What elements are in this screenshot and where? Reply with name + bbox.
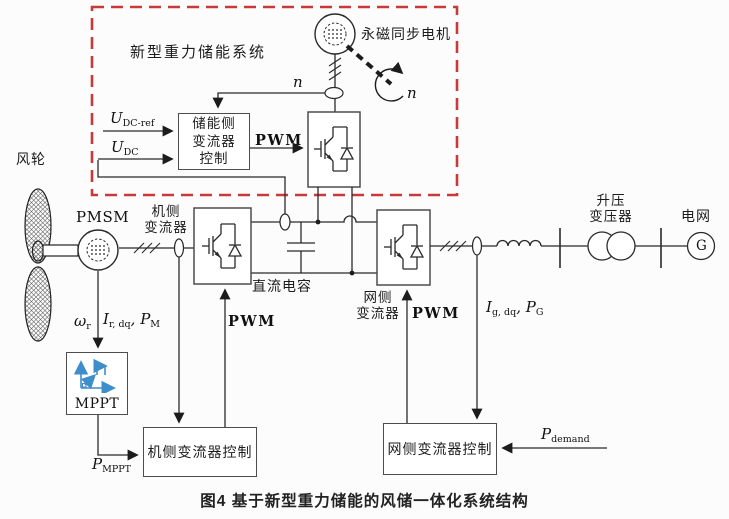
mppt-curve-icon [74, 358, 116, 393]
transformer-coil-2 [606, 231, 636, 261]
storage-dc-legs [317, 187, 353, 273]
speed-feedback-wire [212, 92, 325, 109]
storage-pwm-label: PWM [255, 132, 303, 149]
rotor-speed-signal-label: ωr [74, 312, 91, 332]
turbine-shaft [42, 244, 79, 257]
p-mppt-label: PMPPT [92, 455, 131, 475]
grid-converter-label: 网侧 变流器 [356, 290, 400, 321]
wind-turbine-label: 风轮 [16, 151, 46, 167]
grid-controller-box: 网侧变流器控制 [383, 423, 497, 475]
mppt-box: MPPT [66, 352, 128, 415]
dc-voltage-sensor [279, 213, 291, 231]
machine-controller-box: 机侧变流器控制 [143, 427, 257, 477]
udc-symbol: U [111, 138, 124, 156]
grid-pwm-label: PWM [412, 305, 460, 322]
filter-inductor [496, 239, 542, 247]
grid-label: 电网 [681, 208, 711, 224]
p-demand-label: Pdemand [541, 425, 590, 445]
udc-feedback-wire [97, 160, 286, 214]
udc-subscript: DC [123, 147, 139, 158]
junction-dot-bottom [349, 270, 355, 276]
transformer-label: 升压 变压器 [589, 193, 633, 224]
storage-controller-text: 储能侧 变流器 控制 [192, 116, 236, 167]
gravity-storage-boundary [90, 5, 459, 197]
grid-controller-text: 网侧变流器控制 [387, 441, 493, 457]
speed-sensor [324, 86, 344, 100]
turbine-hub [31, 240, 45, 262]
rotor-measurement-label: Ir, dq, PM [103, 310, 161, 330]
junction-dot-top [315, 219, 321, 225]
grid-measurement-label: Ig, dq, PG [486, 298, 544, 318]
mppt-output-wire [97, 415, 139, 461]
machine-converter-label: 机侧 变流器 [144, 204, 188, 235]
udc-ref-label: UDC-ref [110, 109, 155, 130]
turbine-blade-bottom [24, 266, 52, 342]
udc-ref-symbol: U [110, 109, 123, 127]
hoist-rope-dashed [345, 44, 393, 86]
rotation-arrow [374, 61, 404, 102]
dc-capacitor-symbol [287, 222, 315, 273]
udc-label: UDC [111, 138, 139, 159]
storage-controller-box: 储能侧 变流器 控制 [178, 113, 250, 170]
figure-caption: 图4 基于新型重力储能的风储一体化系统结构 [200, 493, 529, 510]
shaft-slashes [328, 57, 342, 81]
mppt-label: MPPT [74, 396, 120, 412]
three-phase-slashes [133, 242, 161, 254]
pmsm-generator-symbol [77, 229, 119, 271]
machine-controller-text: 机侧变流器控制 [147, 444, 253, 460]
grid-three-phase-slashes [439, 240, 467, 252]
grid-symbol: G [696, 238, 707, 254]
dc-capacitor-label: 直流电容 [252, 278, 312, 294]
grid-line [430, 239, 687, 252]
rotation-speed-label: n [407, 84, 417, 102]
storage-motor-shaft [328, 54, 342, 112]
shaft-speed-label: n [293, 73, 303, 91]
wind-turbine [24, 188, 79, 342]
udc-ref-subscript: DC-ref [122, 118, 155, 129]
pmsm-label: PMSM [76, 208, 130, 226]
grid-circle [686, 231, 716, 261]
stator-current-sensor [173, 238, 185, 258]
grid-current-sensor [471, 236, 483, 256]
storage-system-title: 新型重力储能系统 [130, 44, 267, 61]
dc-rail-top [251, 215, 377, 223]
machine-pwm-label: PWM [228, 313, 276, 330]
storage-motor-label: 永磁同步电机 [361, 26, 451, 42]
